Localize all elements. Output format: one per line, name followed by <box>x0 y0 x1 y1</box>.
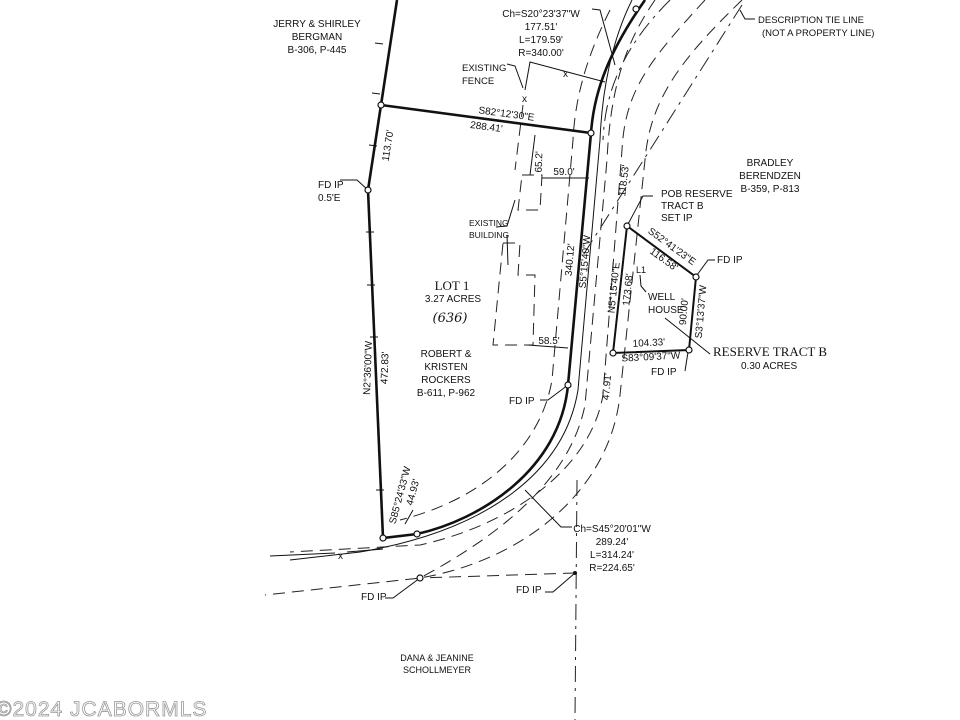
svg-text:N2°36'00"W: N2°36'00"W <box>362 340 375 395</box>
existing-building-label: BUILDING <box>469 230 509 240</box>
svg-text:340.12': 340.12' <box>564 243 578 276</box>
iron-pins <box>364 5 700 582</box>
svg-text:472.83': 472.83' <box>379 351 391 384</box>
fd-ip-label: FD IP <box>509 396 535 407</box>
existing-building <box>492 174 543 346</box>
pin <box>379 534 387 542</box>
svg-text:177.51': 177.51' <box>525 22 558 33</box>
pin <box>364 186 372 194</box>
existing-building-label: EXISTING <box>469 218 509 228</box>
pob-label: POB RESERVE <box>661 189 733 200</box>
svg-text:ROCKERS: ROCKERS <box>421 375 471 386</box>
svg-text:B-359, P-813: B-359, P-813 <box>741 184 800 195</box>
fd-ip-label: FD IP <box>516 585 542 596</box>
svg-text:ROBERT &: ROBERT & <box>421 349 472 360</box>
existing-fence: x x <box>514 61 606 171</box>
fd-ip-label: FD IP <box>717 255 743 266</box>
svg-text:59.0': 59.0' <box>553 167 574 178</box>
tie-line-note: DESCRIPTION TIE LINE (NOT A PROPERTY LIN… <box>758 15 874 39</box>
svg-text:288.41': 288.41' <box>469 120 503 135</box>
svg-text:BRADLEY: BRADLEY <box>747 158 794 169</box>
well-house-label: HOUSE <box>648 305 684 316</box>
fd-ip-label: FD IP <box>361 592 387 603</box>
svg-text:58.5': 58.5' <box>538 336 559 347</box>
existing-fence-label: EXISTING <box>462 63 506 74</box>
svg-text:104.33': 104.33' <box>632 337 665 350</box>
watermark: ©2024 JCABORMLS <box>0 698 207 720</box>
pin <box>573 571 577 575</box>
pin <box>632 5 640 13</box>
reserve-tract-area: 0.30 ACRES <box>741 361 797 372</box>
svg-text:L=179.59': L=179.59' <box>519 35 563 46</box>
svg-text:L=314.24': L=314.24' <box>590 550 634 561</box>
lot-area: 3.27 ACRES <box>425 294 481 305</box>
curve-north-data: Ch=S20°23'37"W 177.51' L=179.59' R=340.0… <box>502 9 580 59</box>
well-house-label: WELL <box>648 292 676 303</box>
owner-berendzen: BRADLEY BERENDZEN B-359, P-813 <box>739 158 801 195</box>
pin <box>416 574 424 582</box>
svg-text:SCHOLLMEYER: SCHOLLMEYER <box>403 665 472 675</box>
svg-text:N5°15'40"E: N5°15'40"E <box>606 261 622 313</box>
svg-text:x: x <box>563 69 568 80</box>
lot-address: (636) <box>433 311 468 326</box>
svg-text:B-611, P-962: B-611, P-962 <box>417 388 476 399</box>
dimension-lines <box>527 134 589 349</box>
svg-text:DANA & JEANINE: DANA & JEANINE <box>400 653 474 663</box>
fd-ip-label: FD IP <box>651 367 677 378</box>
curve-south-data: Ch=S45°20'01"W 289.24' L=314.24' R=224.6… <box>573 524 651 574</box>
lot-name: LOT 1 <box>435 278 470 293</box>
svg-text:R=224.65': R=224.65' <box>589 563 635 574</box>
svg-text:90.00': 90.00' <box>678 298 691 326</box>
svg-text:BERENDZEN: BERENDZEN <box>739 171 801 182</box>
svg-text:x: x <box>338 551 343 562</box>
lot-1-boundary <box>366 0 647 540</box>
svg-text:R=340.00': R=340.00' <box>518 48 564 59</box>
pin <box>609 349 617 357</box>
svg-text:x: x <box>522 94 527 105</box>
svg-text:Ch=S45°20'01"W: Ch=S45°20'01"W <box>573 524 651 535</box>
svg-text:DESCRIPTION TIE LINE: DESCRIPTION TIE LINE <box>758 15 864 26</box>
owner-rockers: ROBERT & KRISTEN ROCKERS B-611, P-962 <box>417 349 476 399</box>
owner-bergman: JERRY & SHIRLEY BERGMAN B-306, P-445 <box>273 19 361 56</box>
svg-text:KRISTEN: KRISTEN <box>424 362 467 373</box>
pin <box>623 222 631 230</box>
svg-text:B-306, P-445: B-306, P-445 <box>288 45 347 56</box>
pin <box>692 273 700 281</box>
pob-label: TRACT B <box>661 201 704 212</box>
pin <box>587 129 595 137</box>
svg-text:118.53': 118.53' <box>617 164 632 197</box>
svg-text:(NOT A PROPERTY LINE): (NOT A PROPERTY LINE) <box>762 28 874 39</box>
svg-text:289.24': 289.24' <box>596 537 629 548</box>
svg-text:173.68': 173.68' <box>621 273 635 307</box>
fd-ip-label: FD IP <box>318 180 344 191</box>
svg-text:113.70': 113.70' <box>381 129 397 162</box>
pin <box>413 530 421 538</box>
pin <box>685 346 693 354</box>
reserve-tract-name: RESERVE TRACT B <box>713 344 827 359</box>
svg-text:47.91': 47.91' <box>601 373 614 401</box>
svg-text:S5°15'40"W: S5°15'40"W <box>578 234 594 289</box>
l1-label: L1 <box>636 265 646 275</box>
svg-text:S83°09'37"W: S83°09'37"W <box>621 350 681 364</box>
fd-ip-label: 0.5'E <box>318 193 341 204</box>
svg-text:S3°13'37"W: S3°13'37"W <box>694 284 710 339</box>
leader-lines <box>340 8 755 599</box>
owner-schollmeyer: DANA & JEANINE SCHOLLMEYER <box>400 653 474 675</box>
svg-text:BERGMAN: BERGMAN <box>292 32 343 43</box>
pob-label: SET IP <box>661 213 693 224</box>
pin <box>377 101 385 109</box>
pin <box>564 381 572 389</box>
svg-text:65.2': 65.2' <box>534 151 546 173</box>
svg-text:JERRY & SHIRLEY: JERRY & SHIRLEY <box>273 19 361 30</box>
existing-fence-label: FENCE <box>462 76 494 87</box>
svg-text:Ch=S20°23'37"W: Ch=S20°23'37"W <box>502 9 580 20</box>
